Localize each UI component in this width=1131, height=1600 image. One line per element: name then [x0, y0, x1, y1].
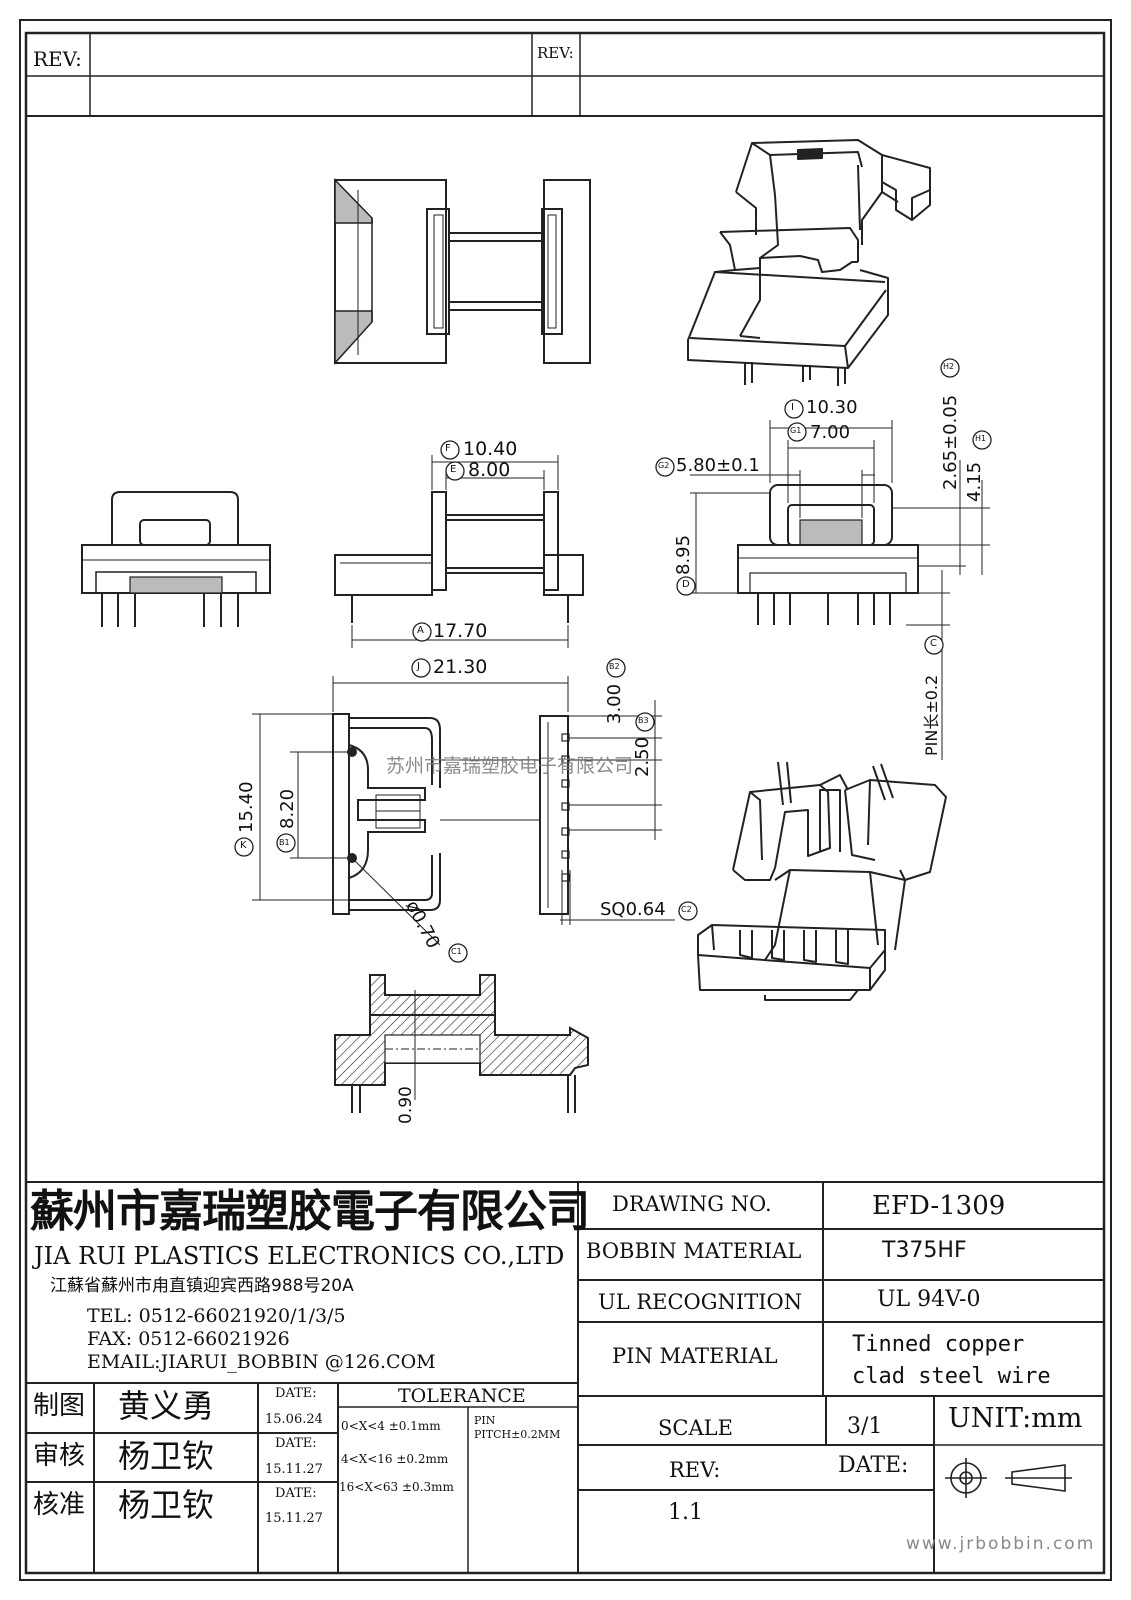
ul-value: UL 94V-0 [877, 1287, 981, 1312]
dim-a-value: 17.70 [433, 620, 488, 642]
rev-label-left: REV: [33, 47, 82, 71]
dim-d-value: 8.95 [673, 534, 694, 575]
rev-label-right: REV: [537, 44, 574, 62]
drawing-no-label: DRAWING NO. [612, 1192, 772, 1216]
dim-c2-value: SQ0.64 [600, 899, 666, 920]
date-approver: 15.11.27 [265, 1511, 323, 1526]
rev-label: REV: [669, 1458, 721, 1482]
dim-tag-g1: G1 [790, 426, 802, 435]
front-view [334, 455, 584, 648]
dim-tag-c2: C2 [681, 905, 692, 914]
dim-f-value: 10.40 [463, 438, 518, 460]
role-checker: 审核 [33, 1441, 86, 1471]
dim-tag-g2: G2 [658, 461, 670, 470]
tolerance-row-2: 4<X<16 ±0.2mm [341, 1452, 449, 1466]
dim-tag-f: F [445, 443, 451, 454]
title-block-lines [26, 1181, 1104, 1573]
dim-g1-value: 7.00 [810, 422, 851, 443]
role-approver: 核准 [33, 1490, 86, 1520]
dim-k-value: 15.40 [236, 781, 257, 833]
top-view [334, 178, 591, 365]
dim-pin-length: PIN长±0.2 [922, 674, 941, 756]
scale-label: SCALE [658, 1416, 733, 1440]
side-view-left [81, 491, 271, 627]
dim-tag-c1: C1 [451, 947, 462, 956]
company-fax: FAX: 0512-66021926 [87, 1328, 290, 1350]
rev-value: 1.1 [668, 1500, 703, 1525]
name-checker: 杨卫钦 [118, 1437, 215, 1475]
date-label-drafter: DATE: [275, 1386, 317, 1401]
dim-tag-b1: B1 [279, 838, 290, 847]
dim-tag-h2: H2 [943, 362, 955, 371]
name-approver: 杨卫钦 [118, 1486, 215, 1524]
tolerance-row-1: 0<X<4 ±0.1mm [341, 1419, 441, 1433]
dim-h2-value: 2.65±0.05 [940, 394, 961, 490]
revision-block-lines [26, 33, 1104, 117]
section-view [334, 974, 589, 1113]
watermark-site: www.jrbobbin.com [906, 1534, 1096, 1554]
company-address: 江蘇省蘇州市甪直镇迎宾西路988号20A [50, 1276, 354, 1296]
name-drafter: 黄义勇 [118, 1387, 215, 1425]
company-tel: TEL: 0512-66021920/1/3/5 [87, 1305, 346, 1327]
bobbin-material-label: BOBBIN MATERIAL [586, 1239, 802, 1263]
dim-tag-e: E [450, 464, 457, 475]
pin-note-line1: PIN [474, 1414, 496, 1427]
date-checker: 15.11.27 [265, 1462, 323, 1477]
end-view-right [690, 420, 990, 760]
tolerance-row-3: 16<X<63 ±0.3mm [339, 1480, 454, 1494]
date-label: DATE: [838, 1453, 909, 1478]
dim-b2-value: 3.00 [604, 683, 625, 724]
company-name-cn: 蘇州市嘉瑞塑胶電子有限公司 [30, 1186, 590, 1237]
dim-tag-k: K [240, 840, 247, 851]
dim-b1-value: 8.20 [277, 788, 298, 829]
dim-j-value: 21.30 [433, 656, 488, 678]
drawing-no: EFD-1309 [872, 1191, 1006, 1221]
dim-tag-h1: H1 [975, 434, 987, 443]
tolerance-title: TOLERANCE [398, 1385, 526, 1407]
dim-e-value: 8.00 [468, 459, 511, 481]
inner-frame [24, 31, 1106, 1575]
dim-tag-j: J [417, 661, 420, 672]
dim-tag-b3: B3 [638, 716, 649, 725]
dim-h1-value: 4.15 [964, 461, 985, 502]
dim-b3-value: 2.50 [632, 736, 653, 777]
bobbin-material: T375HF [882, 1238, 967, 1263]
dim-tag-c: C [930, 638, 937, 649]
ul-label: UL RECOGNITION [598, 1290, 803, 1314]
dim-g2-value: 5.80±0.1 [676, 455, 760, 476]
outer-frame [19, 19, 1112, 1581]
dim-tag-b2: B2 [609, 662, 620, 671]
dim-tag-i: I [791, 402, 794, 413]
date-label-approver: DATE: [275, 1486, 317, 1501]
scale-value: 3/1 [847, 1414, 883, 1439]
company-email: EMAIL:JIARUI_BOBBIN @126.COM [87, 1351, 436, 1373]
dim-i-value: 10.30 [806, 397, 858, 418]
pin-material-line1: Tinned copper [852, 1332, 1025, 1357]
date-label-checker: DATE: [275, 1436, 317, 1451]
projection-symbol-icon [945, 1458, 1072, 1498]
isometric-view-bottom [697, 761, 947, 1001]
dim-tag-a: A [417, 625, 424, 636]
role-drafter: 制图 [33, 1391, 86, 1421]
watermark-text: 苏州市嘉瑞塑胶电子有限公司 [386, 755, 634, 777]
isometric-view-top [687, 139, 931, 386]
date-drafter: 15.06.24 [265, 1412, 323, 1427]
unit: UNIT:mm [948, 1403, 1083, 1434]
dimension-tag-circles [234, 358, 992, 963]
pin-material-line2: clad steel wire [852, 1364, 1051, 1389]
dim-flange-thickness: 0.90 [396, 1086, 416, 1124]
bottom-view [252, 676, 675, 946]
pin-note-line2: PITCH±0.2MM [474, 1428, 561, 1441]
dim-tag-d: D [682, 579, 690, 590]
company-name-en: JIA RUI PLASTICS ELECTRONICS CO.,LTD [34, 1242, 565, 1270]
pin-material-label: PIN MATERIAL [612, 1344, 778, 1368]
